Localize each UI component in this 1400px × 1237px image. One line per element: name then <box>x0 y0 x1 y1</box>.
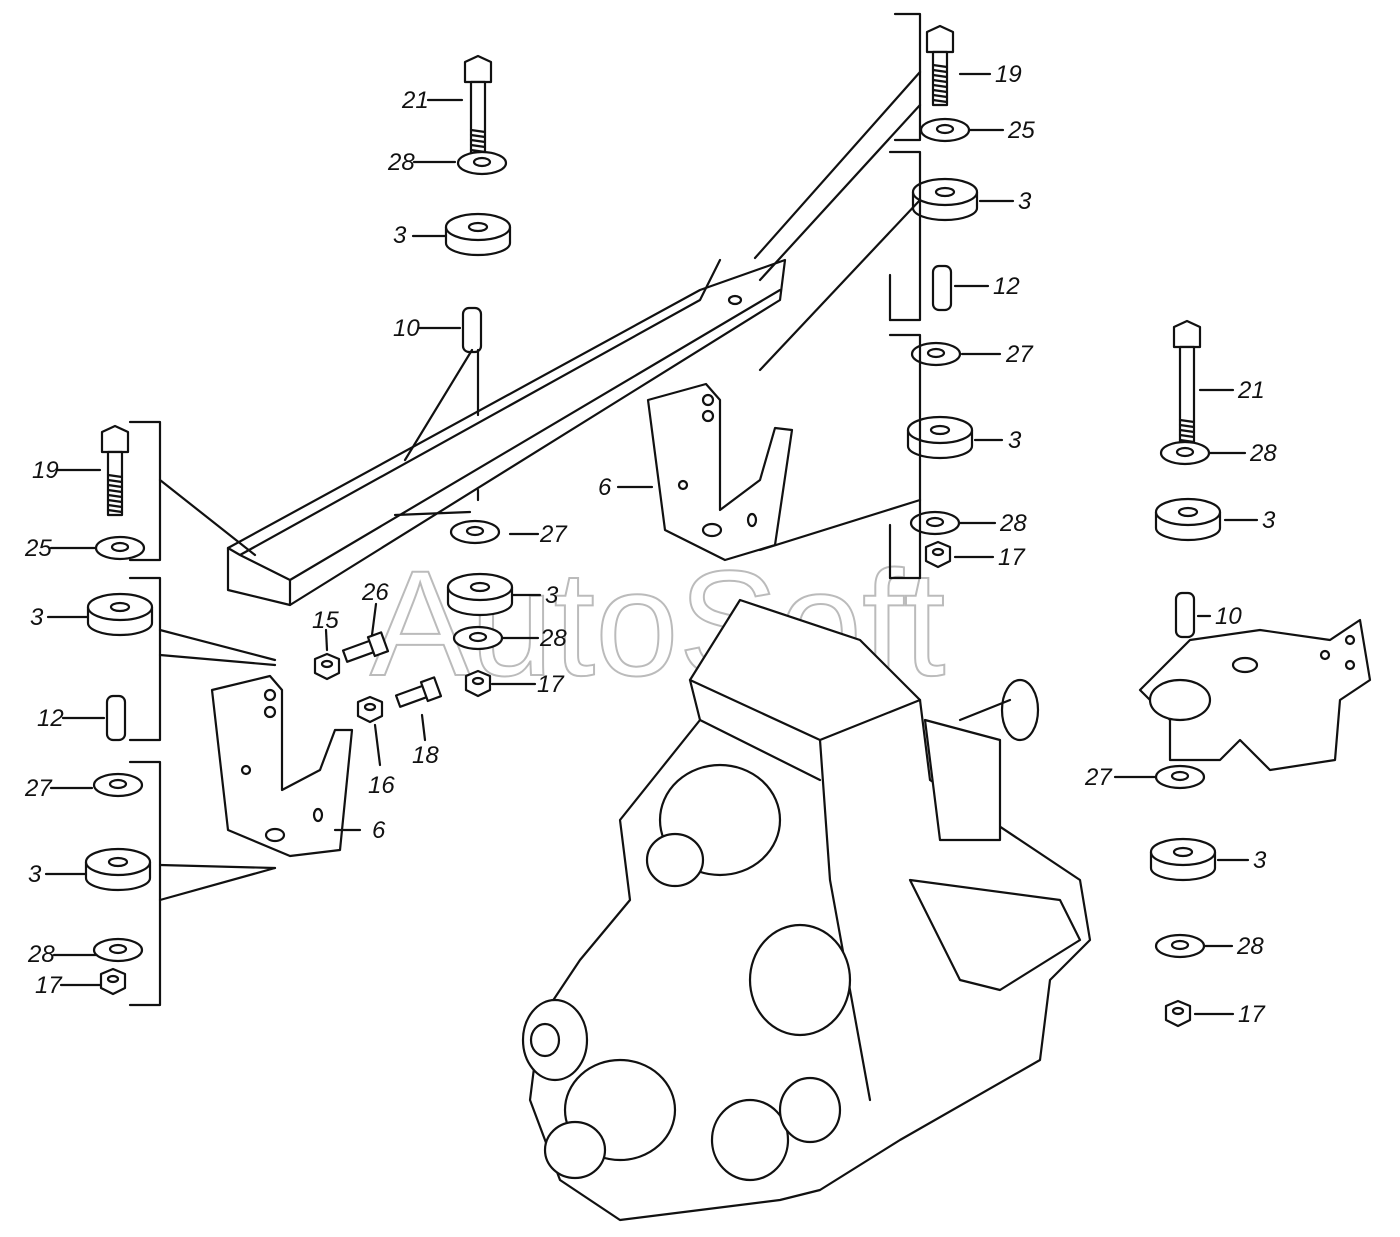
callout-line <box>128 420 162 562</box>
rubber-cushion-icon <box>1154 497 1222 542</box>
part-label: 27 <box>1005 341 1034 368</box>
part-label: 28 <box>1249 440 1277 467</box>
rubber-cushion-icon <box>906 415 974 460</box>
part-label: 18 <box>412 742 439 769</box>
part-label: 17 <box>35 972 63 999</box>
bolt-icon <box>100 424 130 517</box>
part-label: 3 <box>28 861 42 888</box>
bolt-icon <box>341 631 390 663</box>
part-label: 27 <box>539 521 568 548</box>
bolt-icon <box>394 676 443 708</box>
callout-line <box>158 653 277 667</box>
bracket-right <box>1138 618 1372 772</box>
rubber-cushion-icon <box>911 177 979 222</box>
part-label: 6 <box>372 817 386 844</box>
part-label: 3 <box>30 604 44 631</box>
part-label: 10 <box>1215 603 1242 630</box>
rubber-cushion-icon <box>86 592 154 637</box>
callout-line <box>893 12 922 142</box>
part-label: 28 <box>27 941 55 968</box>
callout-line <box>158 863 277 870</box>
bolt-icon <box>925 24 955 107</box>
callout-line <box>158 478 257 557</box>
leader-lines <box>44 12 1259 1016</box>
part-label: 3 <box>1008 427 1022 454</box>
callout-line <box>753 70 922 260</box>
part-label: 6 <box>598 474 612 501</box>
part-label: 28 <box>1236 933 1264 960</box>
fastener-parts <box>84 24 1222 1028</box>
part-label: 25 <box>24 535 52 562</box>
part-label: 3 <box>1018 188 1032 215</box>
spacer-sleeve-icon <box>461 306 483 354</box>
bracket-left <box>210 674 354 858</box>
part-label: 10 <box>393 315 420 342</box>
part-label: 3 <box>1262 507 1276 534</box>
part-label: 12 <box>37 705 64 732</box>
part-labels: 21 28 3 10 19 25 3 12 27 3 28 17 15 26 16 18 6 27 3 28 17 6 19… <box>24 61 1277 1028</box>
part-label: 15 <box>312 607 339 634</box>
part-label: 25 <box>1007 117 1035 144</box>
rubber-cushion-icon <box>1149 837 1217 882</box>
callout-line <box>758 498 922 552</box>
part-label: 12 <box>993 273 1020 300</box>
part-label: 21 <box>401 87 429 114</box>
callout-line <box>393 510 472 517</box>
part-label: 16 <box>368 772 395 799</box>
part-label: 17 <box>537 671 565 698</box>
part-label: 26 <box>361 579 389 606</box>
rubber-cushion-icon <box>444 212 512 257</box>
frame-crossmember <box>226 258 787 607</box>
part-label: 19 <box>995 61 1022 88</box>
part-label: 28 <box>539 625 567 652</box>
callout-line <box>888 150 922 322</box>
bracket-middle <box>646 382 794 562</box>
rubber-cushion-icon <box>84 847 152 892</box>
callout-line <box>758 198 922 372</box>
callout-line <box>403 348 474 462</box>
callout-line <box>158 866 277 902</box>
spacer-sleeve-icon <box>1174 591 1196 639</box>
rubber-cushion-icon <box>446 572 514 617</box>
part-label: 28 <box>999 510 1027 537</box>
callout-line <box>128 760 162 1007</box>
callout-line <box>888 333 922 580</box>
part-label: 27 <box>24 775 53 802</box>
part-label: 3 <box>1253 847 1267 874</box>
part-label: 28 <box>387 149 415 176</box>
part-label: 21 <box>1237 377 1265 404</box>
part-label: 3 <box>545 582 559 609</box>
part-label: 19 <box>32 457 59 484</box>
spacer-sleeve-icon <box>105 694 127 742</box>
part-label: 17 <box>998 544 1026 571</box>
bolt-icon <box>463 54 493 172</box>
part-label: 3 <box>393 222 407 249</box>
bolt-icon <box>1172 319 1202 462</box>
part-label: 17 <box>1238 1001 1266 1028</box>
callout-line <box>758 103 922 282</box>
callout-line <box>158 628 277 662</box>
callout-line <box>128 576 162 742</box>
part-label: 27 <box>1084 764 1113 791</box>
spacer-sleeve-icon <box>931 264 953 312</box>
transfer-case <box>521 598 1092 1222</box>
